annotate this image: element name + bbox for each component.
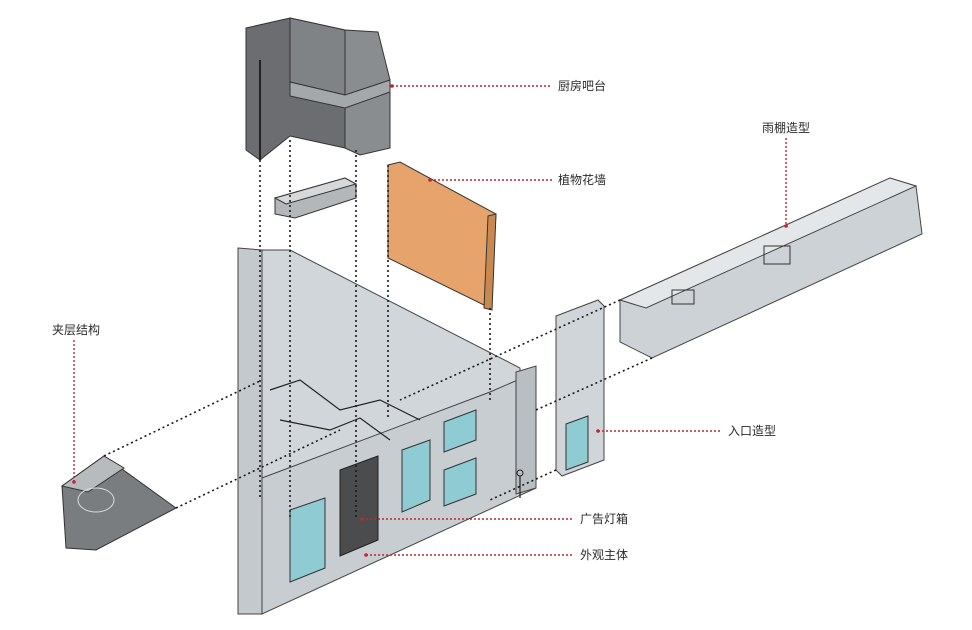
- label-kitchen-bar: 厨房吧台: [558, 79, 607, 93]
- label-mezzanine: 夹层结构: [52, 323, 101, 337]
- canopy-volume: [618, 177, 923, 359]
- entrance-frame: [555, 299, 605, 477]
- mezzanine-structure: [60, 455, 177, 551]
- plant-wall-panel: [387, 161, 497, 311]
- label-facade: 外观主体: [580, 548, 629, 562]
- bar-counter-block: [273, 177, 358, 219]
- projection-lines: [103, 140, 653, 520]
- label-plant-wall: 植物花墙: [558, 173, 607, 187]
- leader-lines: [73, 85, 787, 556]
- leader-dots: [72, 84, 788, 557]
- label-entrance: 入口造型: [728, 424, 777, 438]
- label-lightbox: 广告灯箱: [580, 512, 629, 526]
- label-canopy: 雨棚造型: [762, 121, 811, 135]
- kitchen-bar-volume: [245, 17, 391, 161]
- facade-main-volume: [237, 247, 537, 615]
